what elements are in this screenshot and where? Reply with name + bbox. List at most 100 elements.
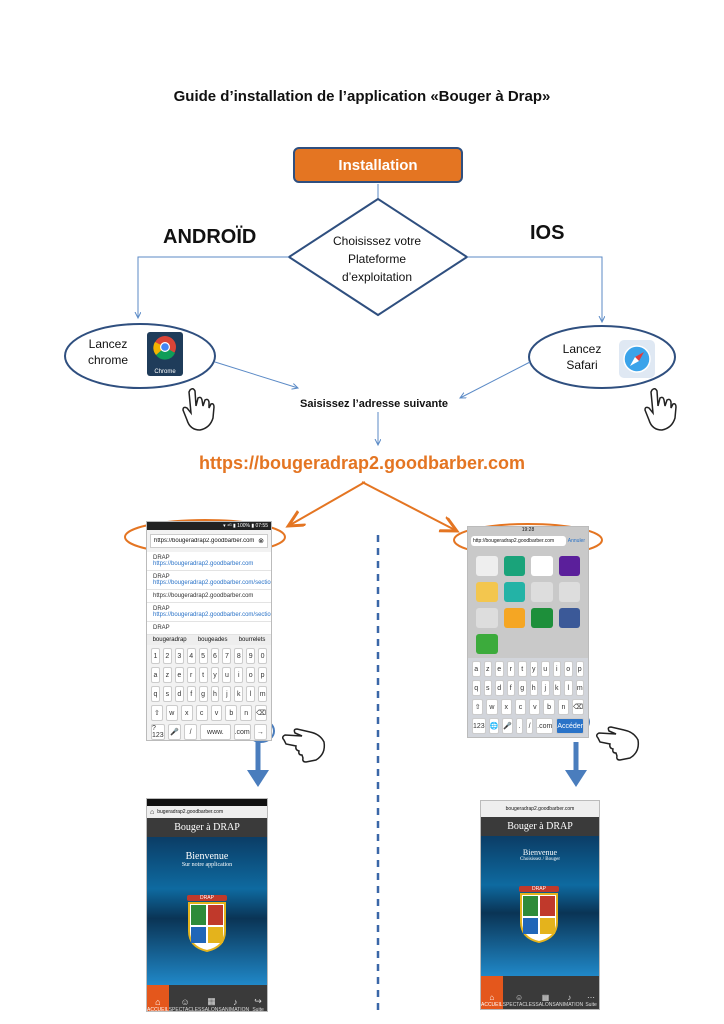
keyboard-key[interactable]: n	[240, 705, 253, 721]
keyboard-key[interactable]: m	[258, 686, 268, 702]
keyboard-key[interactable]: ⇧	[151, 705, 163, 721]
tab-salons[interactable]: ▦SALONS	[201, 985, 221, 1011]
keyboard-key[interactable]: .com	[233, 724, 251, 740]
keyboard-key[interactable]: 2	[162, 648, 172, 664]
tab-suite[interactable]: ⋯Suite	[583, 976, 599, 1009]
keyboard-key[interactable]: a	[151, 667, 160, 683]
keyboard-key[interactable]: z	[162, 667, 172, 683]
keyboard-key[interactable]: 8	[234, 648, 244, 664]
keyboard-key[interactable]: p	[575, 661, 584, 677]
keyboard-key[interactable]: q	[151, 686, 160, 702]
keyboard-key[interactable]: 🎤	[502, 718, 514, 734]
more-icon: ⋯	[587, 993, 596, 1002]
keyboard-key[interactable]: e	[495, 661, 504, 677]
keyboard-key[interactable]: ⌫	[255, 705, 268, 721]
tab-spectacles[interactable]: ☺SPECTACLES	[168, 985, 202, 1012]
crest-shield-icon	[520, 893, 558, 944]
keyboard-key[interactable]: k	[234, 686, 244, 702]
keyboard-key[interactable]: j	[222, 686, 232, 702]
keyboard-key[interactable]: d	[174, 686, 184, 702]
keyboard-key[interactable]: Accéder	[556, 718, 585, 734]
tab-label: SALONS	[535, 1002, 556, 1008]
tap-hand-icon	[182, 387, 215, 431]
keyboard-key[interactable]: v	[210, 705, 223, 721]
keyboard-key[interactable]: /	[183, 724, 198, 740]
android-tabbar: ⌂ACCUEIL ☺SPECTACLES ▦SALONS ♪ANIMATION …	[147, 985, 267, 1012]
tab-accueil[interactable]: ⌂ACCUEIL	[481, 976, 503, 1009]
tab-animation[interactable]: ♪ANIMATION	[222, 985, 249, 1011]
keyboard-key[interactable]: 9	[246, 648, 256, 664]
tab-accueil[interactable]: ⌂ACCUEIL	[147, 985, 169, 1011]
keyboard-key[interactable]: a	[472, 661, 481, 677]
keyboard-key[interactable]: v	[529, 699, 541, 715]
list-item: DRAP	[147, 622, 271, 635]
keyboard-key[interactable]: n	[557, 699, 570, 715]
keyboard-key[interactable]: 3	[174, 648, 184, 664]
keyboard-key[interactable]: →	[253, 724, 267, 740]
keyboard-key[interactable]: 1	[151, 648, 160, 664]
keyboard-key[interactable]: 🌐	[488, 718, 500, 734]
keyboard-key[interactable]: l	[564, 680, 573, 696]
keyboard-key[interactable]: www.	[200, 724, 231, 740]
keyboard-key[interactable]: 123	[472, 718, 486, 734]
keyboard-key[interactable]: t	[198, 667, 208, 683]
keyboard-key[interactable]: w	[486, 699, 498, 715]
keyboard-key[interactable]: j	[541, 680, 550, 696]
keyboard-key[interactable]: i	[234, 667, 244, 683]
keyboard-key[interactable]: .	[516, 718, 524, 734]
keyboard-key[interactable]: ⌫	[572, 699, 584, 715]
keyboard-key[interactable]: ?123	[151, 724, 165, 740]
tap-hand-icon-ios	[644, 387, 677, 431]
keyboard-key[interactable]: t	[518, 661, 527, 677]
keyboard-key[interactable]: 0	[258, 648, 268, 664]
keyboard-key[interactable]: h	[210, 686, 220, 702]
keyboard-key[interactable]: w	[165, 705, 178, 721]
keyboard-key[interactable]: c	[514, 699, 527, 715]
tab-salons[interactable]: ▦SALONS	[535, 976, 556, 1009]
keyboard-key[interactable]: y	[529, 661, 538, 677]
keyboard-key[interactable]: 7	[222, 648, 232, 664]
keyboard-key[interactable]: 🎤	[167, 724, 181, 740]
tab-animation[interactable]: ♪ANIMATION	[556, 976, 583, 1009]
keyboard-key[interactable]: e	[174, 667, 184, 683]
keyboard-key[interactable]: u	[222, 667, 232, 683]
tab-label: SPECTACLES	[168, 1007, 202, 1012]
keyboard-key[interactable]: r	[186, 667, 196, 683]
keyboard-key[interactable]: l	[246, 686, 256, 702]
keyboard-key[interactable]: d	[495, 680, 504, 696]
keyboard-key[interactable]: o	[564, 661, 573, 677]
keyboard-key[interactable]: s	[162, 686, 172, 702]
keyboard-key[interactable]: x	[500, 699, 512, 715]
keyboard-key[interactable]: c	[195, 705, 208, 721]
keyboard-key[interactable]: g	[198, 686, 208, 702]
tab-spectacles[interactable]: ☺SPECTACLES	[503, 976, 536, 1009]
keyboard-key[interactable]: o	[246, 667, 256, 683]
keyboard-key[interactable]: r	[506, 661, 515, 677]
keyboard-key[interactable]: i	[552, 661, 561, 677]
tab-suite[interactable]: ↪Suite	[249, 985, 267, 1011]
keyboard-key[interactable]: ⇧	[472, 699, 484, 715]
keyboard-key[interactable]: 4	[186, 648, 196, 664]
keyboard-key[interactable]: .com	[536, 718, 554, 734]
keyboard-key[interactable]: f	[506, 680, 515, 696]
keyboard-key[interactable]: b	[225, 705, 238, 721]
keyboard-key[interactable]: k	[552, 680, 561, 696]
keyboard-key[interactable]: y	[210, 667, 220, 683]
keyboard-key[interactable]: 5	[198, 648, 208, 664]
home-icon: ⌂	[489, 993, 495, 1002]
keyboard-key[interactable]: 6	[210, 648, 220, 664]
keyboard-key[interactable]: p	[258, 667, 268, 683]
keyboard-key[interactable]: b	[543, 699, 555, 715]
keyboard-key[interactable]: s	[483, 680, 492, 696]
keyboard-key[interactable]: q	[472, 680, 481, 696]
suggestion-text: DRAP	[153, 555, 170, 561]
keyboard-key[interactable]: m	[575, 680, 584, 696]
chrome-app-label: Chrome	[154, 369, 176, 375]
keyboard-key[interactable]: f	[186, 686, 196, 702]
keyboard-key[interactable]: u	[541, 661, 550, 677]
keyboard-key[interactable]: g	[518, 680, 527, 696]
keyboard-key[interactable]: x	[180, 705, 193, 721]
keyboard-key[interactable]: z	[483, 661, 492, 677]
keyboard-key[interactable]: h	[529, 680, 538, 696]
keyboard-key[interactable]: /	[526, 718, 534, 734]
